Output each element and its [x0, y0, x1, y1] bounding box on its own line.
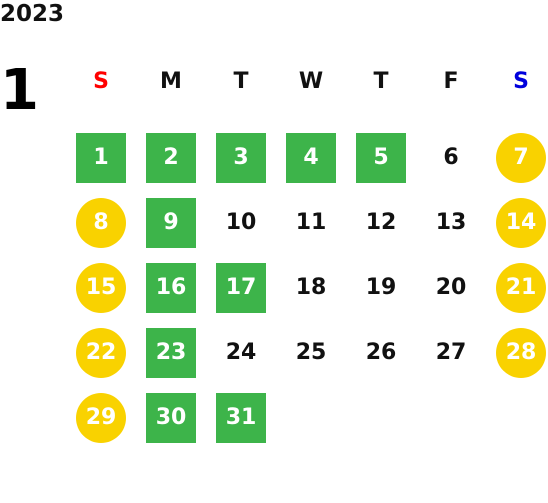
day-cell: 21	[486, 255, 548, 320]
day-number[interactable]: 15	[76, 262, 126, 313]
day-cell: 24	[206, 320, 276, 385]
day-cell: 28	[486, 320, 548, 385]
day-number[interactable]: 21	[496, 262, 546, 313]
day-number[interactable]: 17	[216, 262, 266, 313]
day-cell: 9	[136, 190, 206, 255]
week-row: 29 30 31	[66, 385, 548, 450]
weekday-wednesday: W	[298, 68, 324, 94]
day-cell: 18	[276, 255, 346, 320]
day-cell: 19	[346, 255, 416, 320]
day-cell: 23	[136, 320, 206, 385]
day-cell: 26	[346, 320, 416, 385]
day-number[interactable]: 22	[76, 327, 126, 378]
day-number[interactable]: 19	[365, 275, 397, 300]
weekday-thursday: T	[373, 68, 389, 94]
day-number[interactable]: 6	[443, 145, 459, 170]
day-cell: 4	[276, 125, 346, 190]
day-cell: 1	[66, 125, 136, 190]
day-number[interactable]: 12	[365, 210, 397, 235]
day-number[interactable]: 29	[76, 392, 126, 443]
day-cell: 16	[136, 255, 206, 320]
weekday-friday: F	[443, 68, 459, 94]
weekday-monday: M	[160, 68, 182, 94]
day-number[interactable]: 31	[216, 392, 266, 443]
day-cell: 31	[206, 385, 276, 450]
day-number[interactable]: 24	[225, 340, 257, 365]
day-number[interactable]: 1	[76, 132, 126, 183]
day-cell: 3	[206, 125, 276, 190]
day-cell: 6	[416, 125, 486, 190]
day-cell: 14	[486, 190, 548, 255]
day-cell: 2	[136, 125, 206, 190]
day-number[interactable]: 27	[435, 340, 467, 365]
day-number[interactable]: 23	[146, 327, 196, 378]
day-cell: 25	[276, 320, 346, 385]
year-label: 2023	[0, 1, 65, 27]
day-number[interactable]: 2	[146, 132, 196, 183]
day-cell: 17	[206, 255, 276, 320]
day-cell: 13	[416, 190, 486, 255]
day-number[interactable]: 8	[76, 197, 126, 248]
weekday-sunday: S	[93, 68, 109, 94]
day-number[interactable]: 26	[365, 340, 397, 365]
day-cell: 22	[66, 320, 136, 385]
day-number[interactable]: 11	[295, 210, 327, 235]
week-row: 15 16 17 18 19 20 21	[66, 255, 548, 320]
day-cell: 11	[276, 190, 346, 255]
day-cell: 7	[486, 125, 548, 190]
day-cell: 12	[346, 190, 416, 255]
day-number[interactable]: 20	[435, 275, 467, 300]
month-number: 1	[0, 58, 39, 123]
weekday-saturday: S	[513, 68, 529, 94]
day-cell	[276, 385, 346, 450]
day-number[interactable]: 25	[295, 340, 327, 365]
day-number[interactable]: 7	[496, 132, 546, 183]
week-row: 22 23 24 25 26 27 28	[66, 320, 548, 385]
day-number[interactable]: 13	[435, 210, 467, 235]
day-cell: 27	[416, 320, 486, 385]
day-cell: 15	[66, 255, 136, 320]
day-number[interactable]: 14	[496, 197, 546, 248]
day-number[interactable]: 16	[146, 262, 196, 313]
weekday-header-row: S M T W T F S	[66, 60, 548, 102]
day-cell: 29	[66, 385, 136, 450]
day-cell	[416, 385, 486, 450]
day-cell: 30	[136, 385, 206, 450]
day-number[interactable]: 5	[356, 132, 406, 183]
day-cell	[346, 385, 416, 450]
day-number[interactable]: 9	[146, 197, 196, 248]
day-number[interactable]: 30	[146, 392, 196, 443]
weekday-tuesday: T	[233, 68, 249, 94]
day-number[interactable]: 4	[286, 132, 336, 183]
day-number[interactable]: 28	[496, 327, 546, 378]
day-number[interactable]: 3	[216, 132, 266, 183]
day-cell: 5	[346, 125, 416, 190]
day-number[interactable]: 18	[295, 275, 327, 300]
day-cell: 10	[206, 190, 276, 255]
day-cell: 20	[416, 255, 486, 320]
day-number[interactable]: 10	[225, 210, 257, 235]
day-cell	[486, 385, 548, 450]
day-cell: 8	[66, 190, 136, 255]
